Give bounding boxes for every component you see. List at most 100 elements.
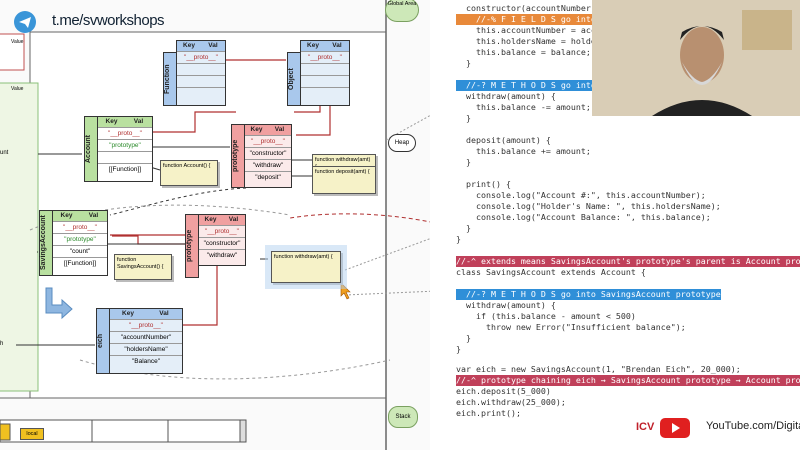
code-line: eich.print(); (456, 408, 521, 418)
code-line: withdraw(amount) { (456, 91, 556, 101)
savings-account-label: SavingsAccount (39, 210, 53, 276)
heap-cloud: Heap (388, 134, 416, 152)
savings-object-table: Key Val "__proto__" "prototype" "count" [… (52, 210, 108, 276)
code-line: print() { (456, 179, 511, 189)
code-line: console.log("Holder's Name: ", this.hold… (456, 201, 721, 211)
code-line: throw new Error("Insufficient balance"); (456, 322, 686, 332)
note-function-withdraw-savings: function withdraw(amt) { (265, 245, 347, 289)
key-header: Key (307, 42, 319, 49)
savings-function-key: [[Function]] (63, 260, 97, 267)
eich-label: eich (96, 308, 110, 374)
telegram-icon (14, 11, 36, 33)
watermark-text: t.me/svworkshops (52, 12, 165, 29)
code-line: //-? M E T H O D S go into Ac (456, 80, 611, 91)
note-function-deposit: function deposit(amt) { (312, 166, 376, 194)
key-header: Key (122, 310, 134, 317)
eich-proto-key: "__proto__" (129, 322, 163, 329)
code-line: } (456, 58, 471, 68)
code-line: //-% F I E L D S go into in (456, 14, 611, 25)
object-object-table: Key Val "__proto__" (300, 40, 350, 106)
savings-prototype-label: prototype (185, 214, 199, 278)
savings-proto-key: "__proto__" (63, 224, 97, 231)
note-function-account: function Account() { (160, 160, 218, 186)
eich-holders-name-key: "holdersName" (124, 346, 168, 353)
code-line: } (456, 157, 471, 167)
val-header: Val (159, 310, 169, 317)
account-label: Account (84, 116, 98, 182)
val-header: Val (133, 118, 144, 125)
account-proto-proto-key: "__proto__" (251, 138, 285, 145)
code-line: } (456, 234, 461, 244)
object-label: Object (287, 52, 301, 106)
global-area-label: Global Area (387, 1, 417, 7)
val-header: Val (88, 212, 99, 219)
code-line: console.log("Account Balance: ", this.ba… (456, 212, 711, 222)
code-line: withdraw(amount) { (456, 300, 556, 310)
key-header: Key (204, 216, 217, 223)
code-line: } (456, 223, 471, 233)
presenter-icon (592, 0, 800, 116)
function-proto-key: "__proto__" (184, 54, 218, 61)
code-line: } (456, 344, 461, 354)
left-value2-label: Value (11, 86, 24, 92)
left-value-label: Value (11, 39, 24, 45)
savings-proto-constructor-key: "constructor" (203, 240, 241, 247)
code-line: this.balance += amount; (456, 146, 591, 156)
savings-proto-proto-key: "__proto__" (205, 228, 239, 235)
account-prototype-label: prototype (231, 124, 245, 188)
account-proto-key: "__proto__" (108, 130, 142, 137)
code-line: this.accountNumber = accour (456, 25, 611, 35)
code-line: this.balance = balance; (456, 47, 591, 57)
eich-balance-key: "Balance" (131, 358, 161, 365)
banner-right-text: YouTube.com/Digital (706, 420, 800, 432)
val-header: Val (332, 42, 342, 49)
heap-label: Heap (394, 140, 410, 146)
key-header: Key (60, 212, 73, 219)
stack-cloud: Stack (388, 406, 418, 428)
code-line: eich.withdraw(25_000); (456, 397, 566, 407)
account-proto-withdraw-key: "withdraw" (252, 162, 284, 169)
code-line: this.holdersName = holdersN (456, 36, 611, 46)
left-h-label: h (0, 341, 4, 347)
note-function-savings: function SavingsAccount() { (114, 254, 172, 280)
code-line: constructor(accountNumber, ho (456, 3, 611, 13)
code-line: class SavingsAccount extends Account { (456, 267, 646, 277)
code-line: //-? M E T H O D S go into SavingsAccoun… (456, 289, 721, 300)
stack-label: Stack (395, 414, 411, 420)
account-function-key: [[Function]] (108, 166, 142, 173)
savings-proto-withdraw-key: "withdraw" (206, 252, 238, 259)
account-proto-deposit-key: "deposit" (255, 174, 281, 181)
val-header: Val (274, 126, 285, 133)
code-line: deposit(amount) { (456, 135, 551, 145)
key-header: Key (183, 42, 195, 49)
object-proto-key: "__proto__" (308, 54, 342, 61)
savings-count-key: "count" (69, 248, 91, 255)
account-prototype-key: "prototype" (109, 142, 141, 149)
code-line: var eich = new SavingsAccount(1, "Brenda… (456, 364, 741, 374)
function-label: Function (163, 52, 177, 106)
account-object-table: Key Val "__proto__" "prototype" [[Functio… (97, 116, 153, 182)
local-label: local (20, 428, 44, 440)
account-proto-constructor-key: "constructor" (249, 150, 287, 157)
savings-prototype-key: "prototype" (64, 236, 96, 243)
youtube-banner: ICV YouTube.com/Digital (636, 412, 800, 445)
code-line: } (456, 333, 471, 343)
key-header: Key (250, 126, 263, 133)
youtube-icon (660, 418, 690, 438)
code-line: } (456, 113, 471, 123)
eich-object-table: Key Val "__proto__" "accountNumber" "hold… (109, 308, 183, 374)
global-area-cloud: Global Area (385, 0, 419, 22)
code-line: if (this.balance - amount < 500) (456, 311, 636, 321)
val-header: Val (208, 42, 218, 49)
code-line: this.balance -= amount; (456, 102, 591, 112)
eich-account-number-key: "accountNumber" (120, 334, 172, 341)
code-line: console.log("Account #:", this.accountNu… (456, 190, 706, 200)
key-header: Key (105, 118, 118, 125)
code-line: eich.deposit(5_000) (456, 386, 551, 396)
webcam-overlay (592, 0, 800, 116)
code-line: //-^ extends means SavingsAccount's prot… (456, 256, 800, 267)
account-prototype-table: Key Val "__proto__" "constructor" "withdr… (244, 124, 292, 188)
val-header: Val (228, 216, 239, 223)
memory-diagram: t.me/svworkshops Global Area Heap Stack … (0, 0, 430, 450)
savings-prototype-table: Key Val "__proto__" "constructor" "withdr… (198, 214, 246, 266)
